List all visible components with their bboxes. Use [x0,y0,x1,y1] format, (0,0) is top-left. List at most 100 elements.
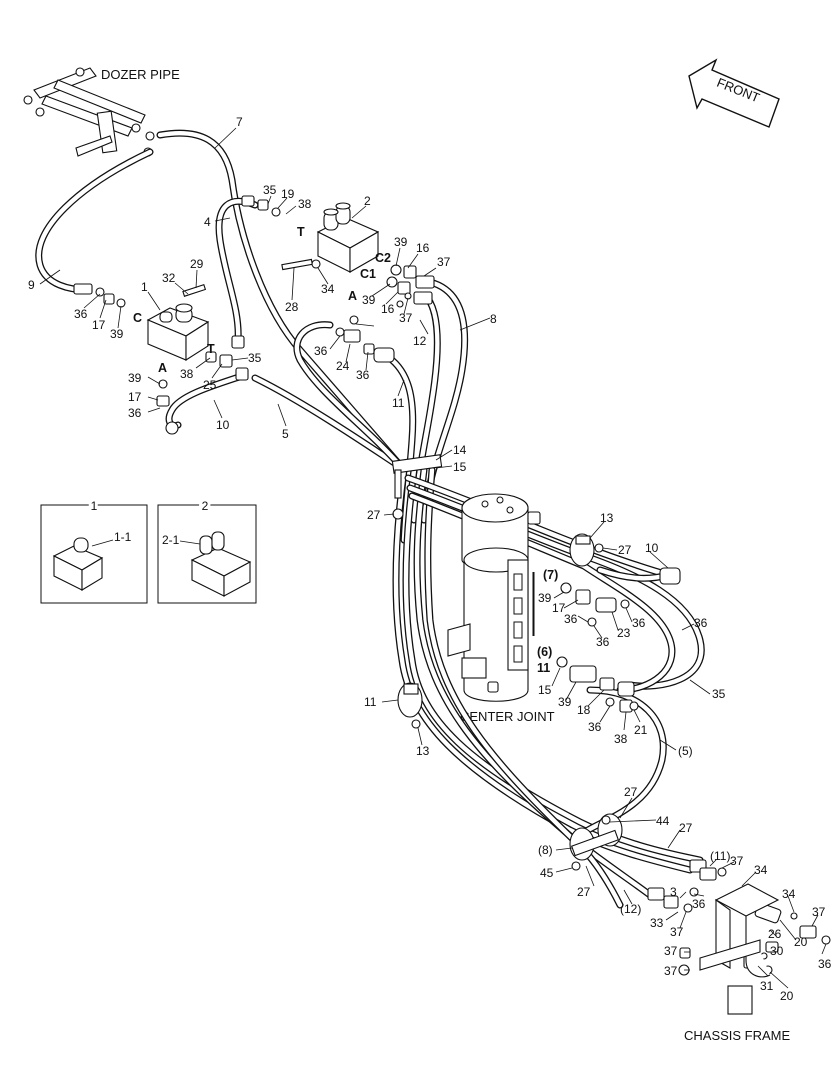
callout-27-c: 13 [416,744,430,758]
port-label-a-left: A [158,361,167,375]
front-direction-arrow: FRONT [688,58,780,128]
center-joint [447,493,541,702]
callout-39-c: 39 [362,293,376,307]
callout-15: 15 [453,460,467,474]
callout-11-b: (5) [678,744,693,758]
inset-1-sub: 1-1 [114,530,132,544]
chassis-frame-bracket-3 [699,883,780,1015]
callout-20-a: 37 [812,905,826,919]
callout-34-a: 34 [321,282,335,296]
port-label-c: C [133,311,142,325]
center-joint-port-callouts: (7) (6) 11 [532,568,558,675]
callout-37-d: 33 [650,916,664,930]
callout-25: 25 [203,378,217,392]
callout-8-paren: 27 [679,821,693,835]
callout-37-e: 34 [782,887,796,901]
inset-panel-1: 1 1-1 [40,496,148,604]
callout-32: 32 [162,271,176,285]
caption-dozer-pipe: DOZER PIPE [101,67,180,82]
callout-30: 37 [664,944,678,958]
callout-5: 5 [282,427,289,441]
valve-block-1 [146,303,210,362]
callout-37-g: 30 [770,944,784,958]
callout-12-paren: 27 [577,885,591,899]
clamp-13-upper [569,533,595,567]
callout-34-c: 37 [670,925,684,939]
leader-lines [39,127,827,989]
callout-14: 14 [453,443,467,457]
callout-37-a: 37 [437,255,451,269]
port-label-t-right: T [297,225,305,239]
callout-11-paren: (12) [620,902,641,916]
callout-8: 8 [490,312,497,326]
callout-35: 35 [263,183,277,197]
callout-2: 2 [364,194,371,208]
callout-20-b: 31 [760,979,774,993]
callout-6-paren: 36 [694,616,708,630]
inset-2-sub: 2-1 [162,533,180,547]
callout-13-a: 13 [600,511,614,525]
callout-28: 28 [285,300,299,314]
callout-17-b: 17 [128,390,142,404]
callout-16-b: 16 [381,302,395,316]
callout-1: 1 [141,280,148,294]
callout-5-paren: 35 [712,687,726,701]
callout-19: 19 [281,187,295,201]
callout-37-h: 20 [780,989,794,1003]
callout-35-b: 35 [248,351,262,365]
clamp-14 [391,454,443,499]
fittings [73,195,831,976]
callout-labels: 7 35 19 38 2 4 9 29 32 1 36 17 39 39 16 … [28,115,832,1003]
callout-35-c: 21 [634,723,648,737]
callout-33: 36 [692,897,706,911]
callout-38-b: 38 [180,367,194,381]
callout-24: 24 [336,359,350,373]
callout-39-f: 15 [538,683,552,697]
callout-39-d: 39 [128,371,142,385]
callout-4: 4 [204,215,211,229]
callout-27-b: 27 [618,543,632,557]
callout-11-a: 11 [392,396,405,410]
callout-31: 37 [664,964,678,978]
callout-36-e: 36 [564,612,578,626]
callout-36-d: 36 [128,406,142,420]
callout-17-a: 17 [92,318,106,332]
callout-7: 7 [236,115,243,129]
callout-3: 34 [754,863,768,877]
callout-27-a: 27 [367,508,381,522]
callout-29: 29 [190,257,204,271]
inset-1-number: 1 [91,499,98,513]
port-label-a-right: A [348,289,357,303]
inset-2-number: 2 [202,499,209,513]
caption-center-joint: CENTER JOINT [460,709,555,724]
clamp-44 [569,813,623,861]
callout-34-b: 37 [730,854,744,868]
port-labels: C A T T C2 C1 A [133,225,391,375]
port-label-c2: C2 [375,251,391,265]
callout-38-c: 36 [588,720,602,734]
callout-9: 9 [28,278,35,292]
callout-38: 38 [298,197,312,211]
inset-panel-2: 2 2-1 [157,496,257,604]
port-label-c1: C1 [360,267,376,281]
callout-12-a: 12 [413,334,427,348]
callout-36-c: 36 [356,368,370,382]
callout-7-paren: 10 [645,541,659,555]
callout-27-e: 45 [540,866,554,880]
callout-36-i: 3 [670,885,677,899]
callout-18: 39 [558,695,572,709]
callout-37-f: 36 [818,957,832,971]
valve-block-2 [316,202,380,273]
callout-26: 20 [794,935,808,949]
caption-chassis-frame: CHASSIS FRAME [684,1028,791,1043]
callout-39-e: 39 [538,591,552,605]
dozer-pipe-assembly [23,67,155,157]
callout-17-c: 17 [552,601,566,615]
callout-45: (8) [538,843,553,857]
callout-10: 10 [216,418,230,432]
clamp-13-lower [397,682,423,718]
callout-36-b: 36 [314,344,328,358]
callout-36-f: 36 [632,616,646,630]
callout-36-j: 26 [768,927,782,941]
